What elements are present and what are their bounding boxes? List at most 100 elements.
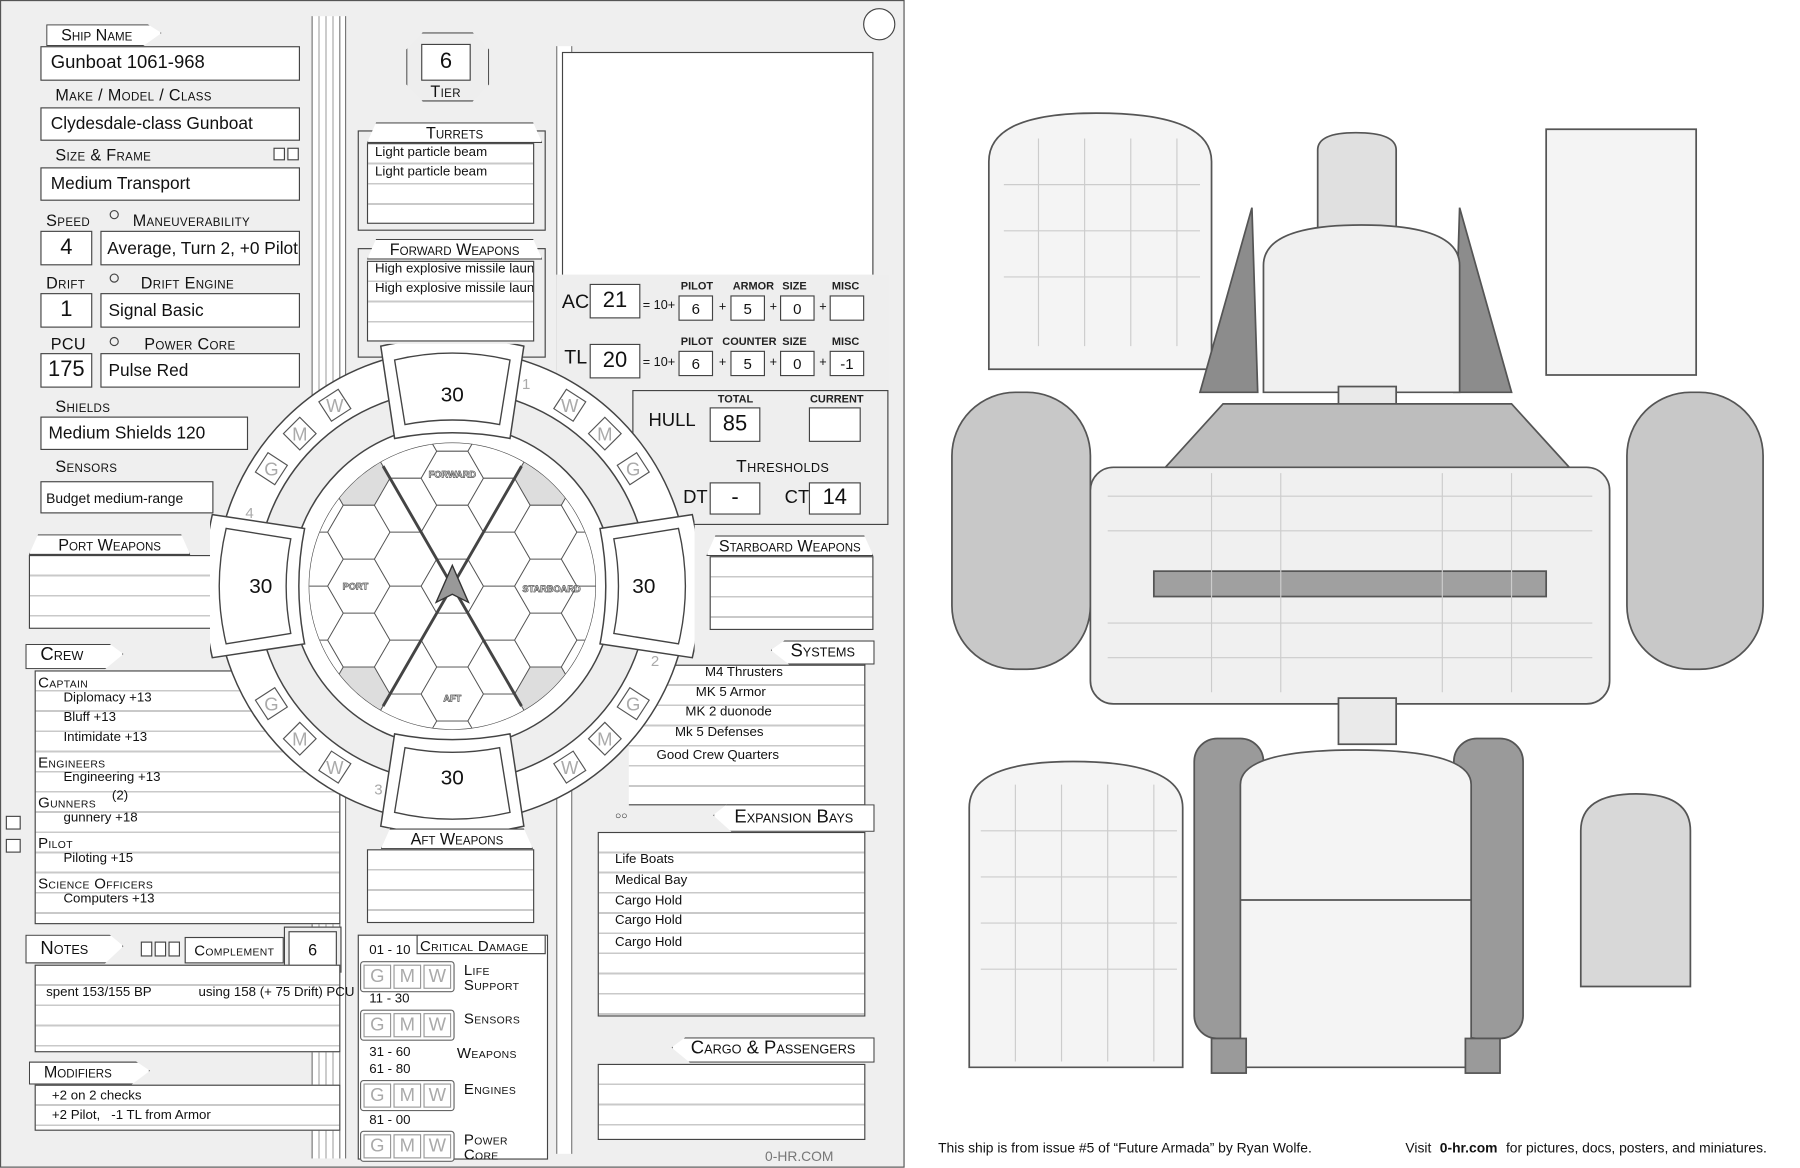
quadrant-damage-box[interactable] <box>587 721 622 756</box>
radio-circle[interactable] <box>109 273 119 283</box>
cargo-list[interactable] <box>597 1063 866 1141</box>
deck-room-bottom-right <box>1579 792 1692 988</box>
checkbox[interactable] <box>140 941 153 957</box>
quadrant-damage-box[interactable] <box>616 686 650 721</box>
critical-w-checkbox[interactable]: W <box>423 964 452 989</box>
radio-circle[interactable] <box>109 336 119 347</box>
hull-current-field[interactable] <box>808 407 861 442</box>
ship-name-field[interactable]: Gunboat 1061-968 <box>40 46 301 81</box>
complement-field[interactable]: 6 <box>288 931 337 969</box>
expansion-bays-label: Expansion Bays <box>713 804 875 832</box>
shields-field[interactable]: Medium Shields 120 <box>40 416 249 451</box>
tl-component-field[interactable]: -1 <box>829 350 865 377</box>
critical-m-checkbox[interactable]: M <box>393 1083 422 1108</box>
ac-component-field[interactable]: 0 <box>780 295 815 321</box>
quadrant-damage-box[interactable] <box>282 416 317 451</box>
hull-total-field[interactable]: 85 <box>709 407 761 442</box>
tl-field[interactable]: 20 <box>589 343 641 379</box>
speed-field[interactable]: 4 <box>40 230 93 266</box>
maneuver-field[interactable]: Average, Turn 2, +0 Pilot <box>100 230 301 266</box>
drift-field[interactable]: 1 <box>40 293 93 328</box>
site-link[interactable]: 0-hr.com <box>1439 1140 1498 1157</box>
critical-w-checkbox[interactable]: W <box>423 1083 452 1108</box>
plus-sign: + <box>769 300 778 314</box>
ct-field[interactable]: 14 <box>808 482 861 515</box>
quadrant-damage-box[interactable] <box>553 388 587 422</box>
critical-g-checkbox[interactable]: G <box>363 1134 392 1159</box>
notes-box-top[interactable] <box>561 51 874 301</box>
shield-value-field[interactable] <box>613 527 687 645</box>
quadrant-damage-box[interactable] <box>587 416 622 451</box>
starboard-weapons-list[interactable] <box>709 556 874 631</box>
plus-sign: + <box>718 355 727 370</box>
arc-label: STARBOARD <box>522 584 581 594</box>
quadrant-damage-box[interactable] <box>553 750 587 784</box>
ac-component-field[interactable] <box>829 295 865 321</box>
checkbox[interactable] <box>5 815 21 830</box>
critical-m-checkbox[interactable]: M <box>393 964 422 989</box>
checkbox[interactable] <box>287 147 299 161</box>
systems-list[interactable] <box>628 664 866 806</box>
quadrant-damage-box[interactable] <box>616 451 650 486</box>
radio-circle[interactable] <box>109 210 119 220</box>
sensors-field[interactable]: Budget medium-range <box>40 481 214 514</box>
modifiers-area[interactable] <box>34 1084 341 1131</box>
critical-g-checkbox[interactable]: G <box>363 964 392 989</box>
tl-component-field[interactable]: 5 <box>730 350 766 377</box>
hex-cell[interactable] <box>560 585 623 641</box>
ship-lower-corridor <box>1337 697 1398 746</box>
checkbox[interactable] <box>154 941 167 957</box>
expansion-bay-item: Medical Bay <box>615 873 688 888</box>
port-weapons-list[interactable] <box>28 555 226 629</box>
dt-field[interactable]: - <box>709 482 761 515</box>
make-field[interactable]: Clydesdale-class Gunboat <box>40 107 301 141</box>
critical-range: 11 - 30 <box>369 992 410 1007</box>
ship-mid-deck <box>1163 402 1572 469</box>
pcu-field[interactable]: 175 <box>40 353 93 388</box>
tier-field[interactable]: 6 <box>421 43 471 81</box>
aft-weapons-list[interactable] <box>366 849 535 924</box>
expansion-bays-list[interactable] <box>597 831 866 1017</box>
critical-system: Engines <box>463 1080 517 1098</box>
ac-component-field[interactable]: 5 <box>730 295 766 321</box>
tl-component-field[interactable]: 0 <box>780 350 815 377</box>
shield-arc-port <box>210 513 306 659</box>
ac-header: PILOT <box>680 280 714 294</box>
expansion-bay-item: Cargo Hold <box>615 913 683 928</box>
shield-value: 30 <box>441 767 464 790</box>
crew-role: Pilot <box>38 834 73 852</box>
critical-m-checkbox[interactable]: M <box>393 1013 422 1038</box>
checkbox[interactable] <box>168 941 181 957</box>
tl-component-field[interactable]: 6 <box>678 350 714 377</box>
critical-m-checkbox[interactable]: M <box>393 1134 422 1159</box>
forward-weapons-list[interactable] <box>366 260 535 342</box>
quadrant-damage-box[interactable] <box>282 721 317 756</box>
hex-cell[interactable] <box>560 531 623 587</box>
critical-g-checkbox[interactable]: G <box>363 1083 392 1108</box>
critical-g-checkbox[interactable]: G <box>363 1013 392 1038</box>
quadrant-damage-box[interactable] <box>254 686 289 721</box>
notes-area[interactable] <box>34 964 341 1053</box>
drift-engine-field[interactable]: Signal Basic <box>100 293 301 328</box>
size-field[interactable]: Medium Transport <box>40 167 301 201</box>
shield-value-field[interactable] <box>218 527 292 645</box>
crew-list[interactable] <box>34 670 341 925</box>
quadrant-damage-box[interactable] <box>254 451 289 486</box>
quadrant-damage-box[interactable] <box>318 750 352 784</box>
checkbox[interactable] <box>273 147 286 161</box>
shield-value-field[interactable] <box>393 352 511 426</box>
power-core-field[interactable]: Pulse Red <box>100 353 301 388</box>
ac-component-field[interactable]: 6 <box>678 295 714 321</box>
critical-w-checkbox[interactable]: W <box>423 1134 452 1159</box>
shield-value-field[interactable] <box>393 746 511 820</box>
maneuver-label: Maneuverability <box>132 211 251 230</box>
ac-field[interactable]: 21 <box>589 283 641 319</box>
crew-skill: Piloting +15 <box>63 851 134 866</box>
quadrant-damage-box[interactable] <box>318 388 352 422</box>
critical-w-checkbox[interactable]: W <box>423 1013 452 1038</box>
turrets-list[interactable] <box>366 143 535 224</box>
checkbox[interactable] <box>5 838 21 853</box>
quadrant-number: 1 <box>522 376 530 393</box>
